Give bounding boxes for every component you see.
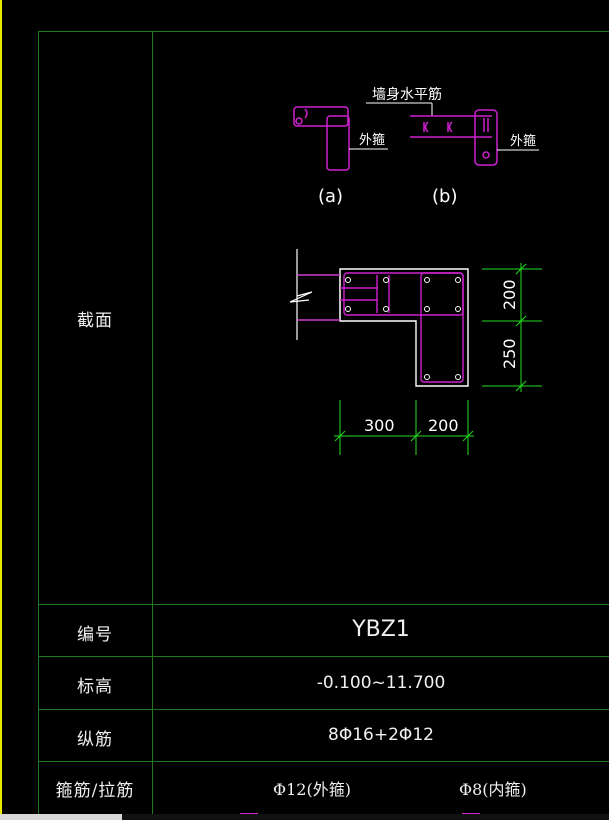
rebar-dots xyxy=(345,277,461,380)
column-outline xyxy=(339,268,469,387)
column-divider xyxy=(152,31,153,814)
wall-outline xyxy=(289,249,341,340)
stirrup-inner-value: Φ8(内箍) xyxy=(459,780,527,799)
longitudinal-label: 纵筋 xyxy=(77,730,113,750)
stirrup-label: 箍筋/拉筋 xyxy=(55,781,135,801)
status-strip xyxy=(0,814,609,820)
elevation-label: 标高 xyxy=(77,677,113,697)
wall-rebar-label: 墙身水平筋 xyxy=(372,86,442,103)
detail-a xyxy=(293,106,350,171)
member-id: YBZ1 xyxy=(352,617,410,642)
row-divider xyxy=(38,761,609,762)
dim-bottom-left: 300 xyxy=(364,416,395,435)
dimension-lines xyxy=(334,263,542,455)
section-label: 截面 xyxy=(77,311,113,331)
caption-a: (a) xyxy=(318,186,343,207)
stirrups xyxy=(340,272,464,383)
row-divider xyxy=(38,709,609,710)
row-divider xyxy=(38,604,609,605)
dim-right-top: 200 xyxy=(500,279,519,310)
window-edge xyxy=(0,0,2,820)
caption-b: (b) xyxy=(432,186,457,207)
stirrup-outer-value: Φ12(外箍) xyxy=(273,780,351,799)
detail-b xyxy=(410,109,498,166)
dim-bottom-right: 200 xyxy=(428,416,459,435)
id-label: 编号 xyxy=(77,625,113,645)
row-divider xyxy=(38,656,609,657)
dim-right-bottom: 250 xyxy=(500,338,519,369)
outer-stirrup-label-b: 外箍 xyxy=(510,133,536,149)
outer-stirrup-label-a: 外箍 xyxy=(359,132,385,148)
longitudinal-value: 8Φ16+2Φ12 xyxy=(328,725,434,745)
elevation-value: -0.100~11.700 xyxy=(316,673,446,693)
